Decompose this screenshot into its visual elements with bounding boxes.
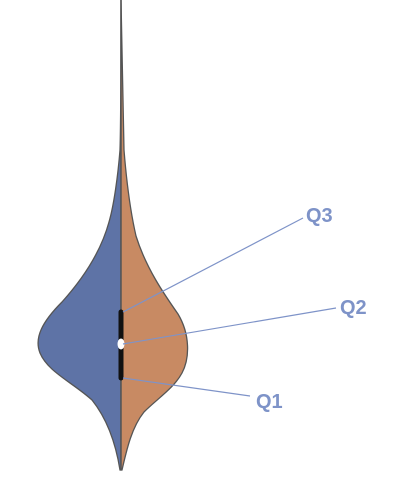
annotation-label-q3: Q3 xyxy=(306,205,333,227)
violin-right-half xyxy=(120,0,189,471)
violin-layer xyxy=(37,0,189,471)
annotation-label-q1: Q1 xyxy=(256,391,283,413)
annotation-line-q3 xyxy=(122,217,304,313)
annotation-line-q2 xyxy=(122,307,337,345)
annotation-label-q2: Q2 xyxy=(340,297,367,319)
median-marker xyxy=(117,338,125,350)
annotation-line-q1 xyxy=(122,377,251,397)
violin-left-half xyxy=(37,0,122,471)
box-layer xyxy=(117,309,125,381)
